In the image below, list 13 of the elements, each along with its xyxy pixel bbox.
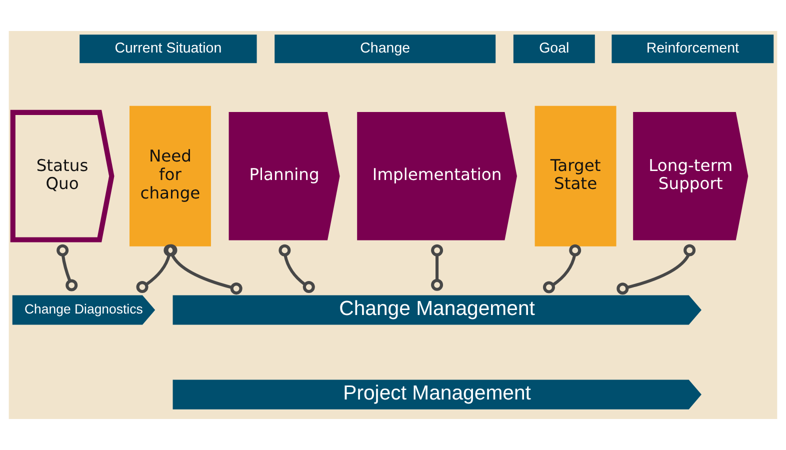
node-box: Target State <box>534 106 616 246</box>
node-box: Goal <box>513 34 595 64</box>
node-box: Need for change <box>130 106 211 246</box>
connector <box>136 244 176 294</box>
node-box: Change <box>274 34 496 64</box>
connector <box>165 244 242 295</box>
connector <box>431 244 444 291</box>
node-box: Reinforcement <box>612 34 774 64</box>
node-box: Current Situation <box>80 34 257 64</box>
connector <box>278 244 315 294</box>
connector <box>542 244 582 294</box>
connector <box>616 244 696 295</box>
connector <box>56 244 78 292</box>
